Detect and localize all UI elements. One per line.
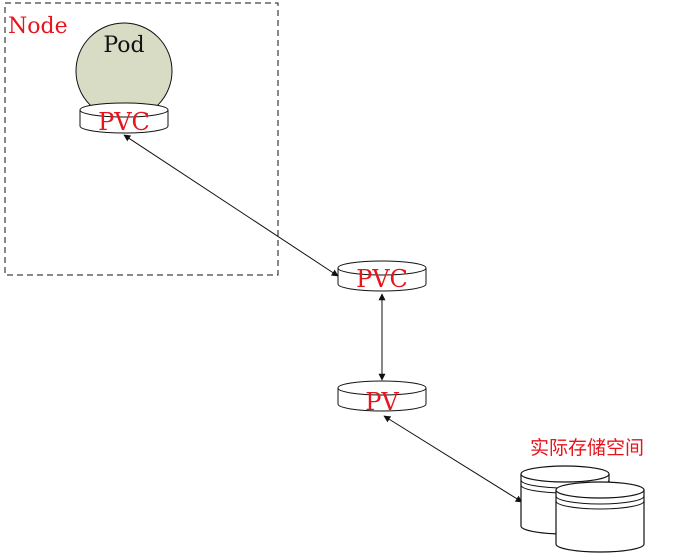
pod: Pod xyxy=(75,22,173,120)
pvc-disk: PVC xyxy=(337,260,427,293)
pvc-label: PVC xyxy=(356,265,408,293)
storage-cylinder-front xyxy=(555,481,645,553)
pvc-in-node-disk: PVC xyxy=(79,102,169,136)
pv-disk: PV xyxy=(337,380,427,416)
pod-label: Pod xyxy=(103,33,144,58)
arrow-pvc-node-to-pvc xyxy=(123,134,339,277)
node-label: Node xyxy=(8,14,68,39)
pv-label: PV xyxy=(365,388,399,416)
arrow-pv-to-storage xyxy=(383,415,523,503)
storage-label: 实际存储空间 xyxy=(530,437,644,459)
pvc-in-node-label: PVC xyxy=(98,108,150,136)
